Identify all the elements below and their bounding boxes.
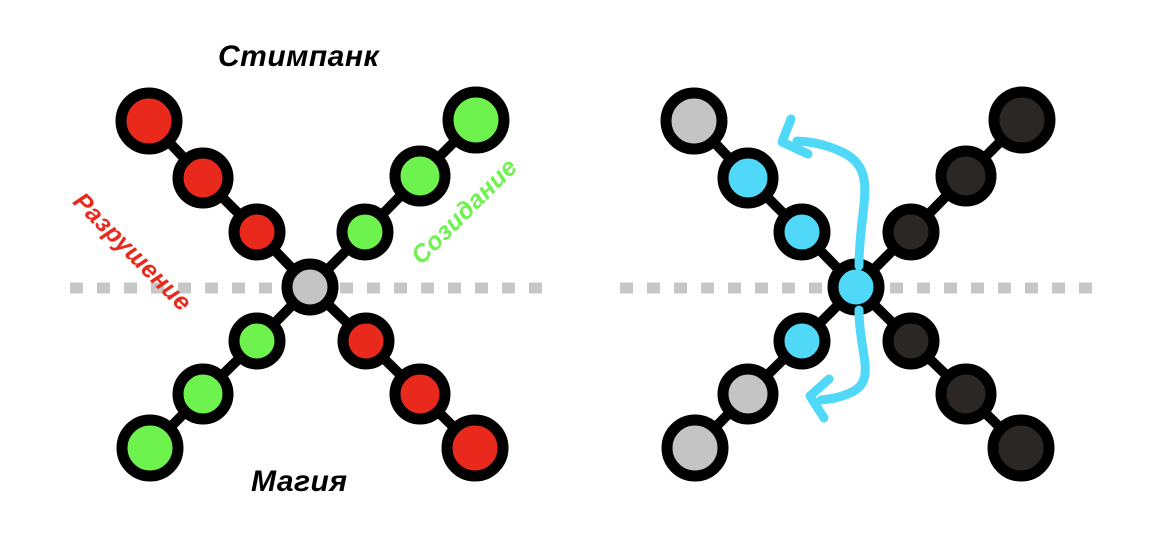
node-lower-right-1[interactable]	[337, 312, 395, 370]
node-creation-2[interactable]	[389, 145, 451, 207]
upper-left-arm-right-panel	[660, 87, 831, 261]
lower-right-arm-left-panel	[337, 312, 509, 482]
upper-shift-arrowhead-icon	[777, 114, 813, 159]
node-r-upper-left-2[interactable]	[717, 147, 779, 209]
node-destruction-3[interactable]	[115, 87, 183, 155]
node-lower-right-2[interactable]	[389, 363, 451, 425]
upper-shift-arrow-icon	[792, 136, 870, 271]
node-r-lower-left-3[interactable]	[661, 414, 729, 482]
node-r-lower-right-1[interactable]	[882, 312, 940, 370]
lower-left-arm-left-panel	[116, 312, 286, 482]
node-r-upper-left-3[interactable]	[660, 87, 728, 155]
panel-right	[620, 86, 1100, 482]
node-lower-left-3[interactable]	[116, 414, 184, 482]
node-r-upper-right-1[interactable]	[882, 203, 940, 261]
panel-left	[70, 86, 553, 482]
upper-right-arm-left-panel	[336, 86, 510, 261]
lower-left-arm-right-panel	[661, 312, 831, 482]
lower-right-arm-right-panel	[882, 312, 1055, 482]
lower-shift-arrowhead-icon	[805, 374, 834, 423]
node-lower-right-3[interactable]	[441, 414, 509, 482]
shift-arrow-group	[777, 114, 870, 423]
node-r-lower-left-1[interactable]	[773, 312, 831, 370]
lower-shift-arrow-icon	[816, 305, 870, 405]
label-magic: Магия	[251, 465, 348, 498]
node-destruction-2[interactable]	[172, 147, 234, 209]
node-r-upper-right-3[interactable]	[988, 86, 1056, 154]
node-lower-left-2[interactable]	[172, 363, 234, 425]
node-creation-3[interactable]	[442, 86, 510, 154]
node-r-upper-left-1[interactable]	[773, 203, 831, 261]
upper-right-arm-right-panel	[882, 86, 1056, 261]
node-r-lower-right-3[interactable]	[987, 414, 1055, 482]
node-creation-1[interactable]	[336, 203, 394, 261]
node-r-lower-left-2[interactable]	[717, 363, 779, 425]
hub-node-left-panel[interactable]	[281, 258, 339, 316]
label-steampunk: Стимпанк	[218, 40, 380, 73]
node-lower-left-1[interactable]	[228, 312, 286, 370]
hub-node-right-panel[interactable]	[827, 258, 885, 316]
node-r-upper-right-2[interactable]	[935, 145, 997, 207]
upper-left-arm-left-panel	[115, 87, 286, 261]
node-destruction-1[interactable]	[228, 203, 286, 261]
node-r-lower-right-2[interactable]	[935, 363, 997, 425]
